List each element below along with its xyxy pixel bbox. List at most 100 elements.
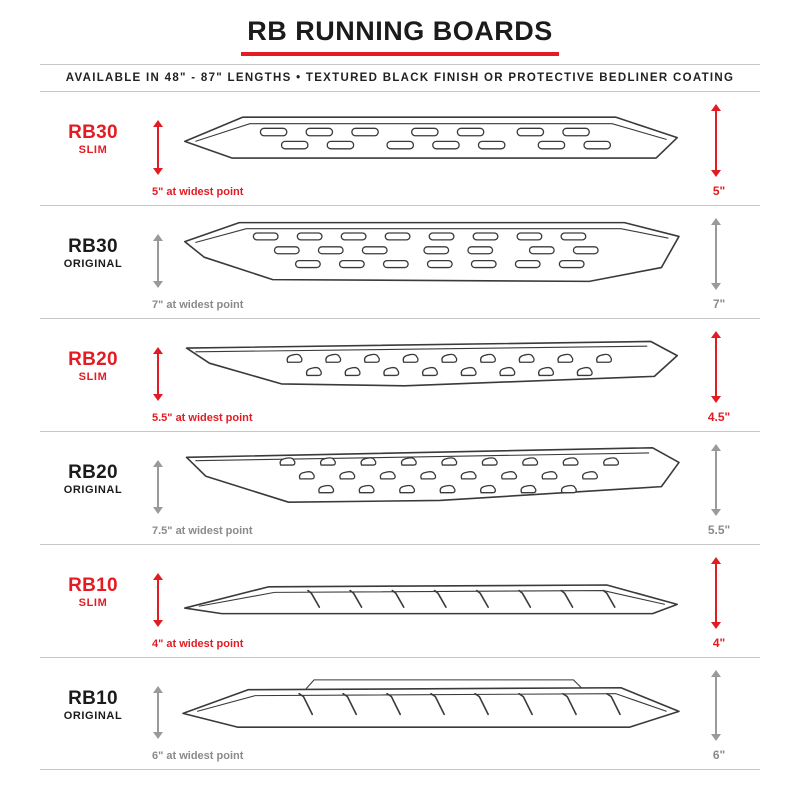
rb10-original-drawing [176, 672, 686, 737]
arrow-line [715, 111, 717, 170]
rb30-slim-drawing [176, 106, 686, 173]
width-measure-arrow [152, 573, 164, 627]
widest-point-label: 7.5" at widest point [152, 525, 253, 537]
arrow-down-icon [153, 394, 163, 401]
arrow-up-icon [711, 104, 721, 111]
row-rb30-original: RB30 ORIGINAL [40, 205, 760, 318]
arrow-line [715, 564, 717, 622]
rb30-original-drawing [176, 214, 686, 290]
height-measure-arrow [710, 557, 722, 629]
page-title: RB RUNNING BOARDS [241, 16, 559, 56]
row-rb10-original: RB10 ORIGINAL [40, 657, 760, 770]
widest-point-label: 5.5" at widest point [152, 412, 253, 424]
product-label: RB30 SLIM [40, 122, 146, 156]
header: RB RUNNING BOARDS AVAILABLE IN 48" - 87"… [0, 0, 800, 92]
arrow-down-icon [153, 620, 163, 627]
widest-point-label: 4" at widest point [152, 638, 244, 650]
row-rb20-original: RB20 ORIGINAL [40, 431, 760, 544]
arrow-up-icon [153, 686, 163, 693]
widest-point-label: 7" at widest point [152, 299, 244, 311]
arrow-down-icon [711, 509, 721, 516]
height-value: 5.5" [707, 523, 731, 537]
arrow-line [157, 241, 159, 281]
product-label: RB30 ORIGINAL [40, 236, 146, 270]
rb10-slim-drawing [176, 573, 686, 621]
product-label: RB10 SLIM [40, 575, 146, 609]
width-measure-arrow [152, 460, 164, 514]
width-measure-arrow [152, 686, 164, 739]
height-value: 4.5" [707, 410, 731, 424]
row-rb30-slim: RB30 SLIM [40, 92, 760, 205]
arrow-up-icon [153, 573, 163, 580]
widest-point-label: 6" at widest point [152, 750, 244, 762]
arrow-down-icon [711, 283, 721, 290]
model-name: RB30 [68, 236, 118, 257]
widest-point-label: 5" at widest point [152, 186, 244, 198]
rb20-original-drawing [176, 440, 686, 516]
variant-name: ORIGINAL [63, 483, 123, 496]
arrow-line [157, 580, 159, 620]
height-value: 7" [712, 297, 726, 311]
arrow-up-icon [711, 218, 721, 225]
variant-name: SLIM [78, 596, 108, 609]
height-measure-arrow [710, 670, 722, 741]
arrow-line [715, 225, 717, 283]
arrow-down-icon [711, 396, 721, 403]
arrow-up-icon [153, 120, 163, 127]
model-name: RB20 [68, 349, 118, 370]
arrow-line [715, 677, 717, 734]
product-label: RB10 ORIGINAL [40, 688, 146, 722]
arrow-down-icon [711, 170, 721, 177]
arrow-up-icon [711, 557, 721, 564]
arrow-down-icon [153, 732, 163, 739]
arrow-up-icon [153, 347, 163, 354]
arrow-up-icon [711, 331, 721, 338]
arrow-line [157, 354, 159, 394]
height-value: 5" [712, 184, 726, 198]
variant-name: ORIGINAL [63, 257, 123, 270]
height-value: 4" [712, 636, 726, 650]
arrow-down-icon [153, 507, 163, 514]
row-rb20-slim: RB20 SLIM [40, 318, 760, 431]
product-rows: RB30 SLIM [40, 92, 760, 770]
variant-name: SLIM [78, 370, 108, 383]
running-board-illustration [176, 214, 686, 290]
width-measure-arrow [152, 347, 164, 401]
product-label: RB20 ORIGINAL [40, 462, 146, 496]
width-measure-arrow [152, 234, 164, 288]
arrow-line [715, 338, 717, 396]
model-name: RB30 [68, 122, 118, 143]
height-value: 6" [712, 748, 726, 762]
model-name: RB20 [68, 462, 118, 483]
rb20-slim-drawing [176, 333, 686, 399]
variant-name: ORIGINAL [63, 709, 123, 722]
arrow-down-icon [711, 734, 721, 741]
arrow-up-icon [153, 234, 163, 241]
model-name: RB10 [68, 575, 118, 596]
arrow-line [157, 467, 159, 507]
height-measure-arrow [710, 444, 722, 516]
model-name: RB10 [68, 688, 118, 709]
variant-name: SLIM [78, 143, 108, 156]
arrow-up-icon [153, 460, 163, 467]
height-measure-arrow [710, 104, 722, 177]
running-board-illustration [176, 106, 686, 173]
arrow-line [715, 451, 717, 509]
arrow-down-icon [153, 168, 163, 175]
width-measure-arrow [152, 120, 164, 175]
running-board-illustration [176, 440, 686, 516]
arrow-line [157, 693, 159, 732]
height-measure-arrow [710, 331, 722, 403]
arrow-up-icon [711, 444, 721, 451]
arrow-up-icon [711, 670, 721, 677]
height-measure-arrow [710, 218, 722, 290]
arrow-line [157, 127, 159, 168]
running-board-illustration [176, 672, 686, 737]
arrow-down-icon [153, 281, 163, 288]
arrow-down-icon [711, 622, 721, 629]
row-rb10-slim: RB10 SLIM [40, 544, 760, 657]
running-board-illustration [176, 333, 686, 399]
product-label: RB20 SLIM [40, 349, 146, 383]
subtitle: AVAILABLE IN 48" - 87" LENGTHS • TEXTURE… [40, 64, 760, 92]
